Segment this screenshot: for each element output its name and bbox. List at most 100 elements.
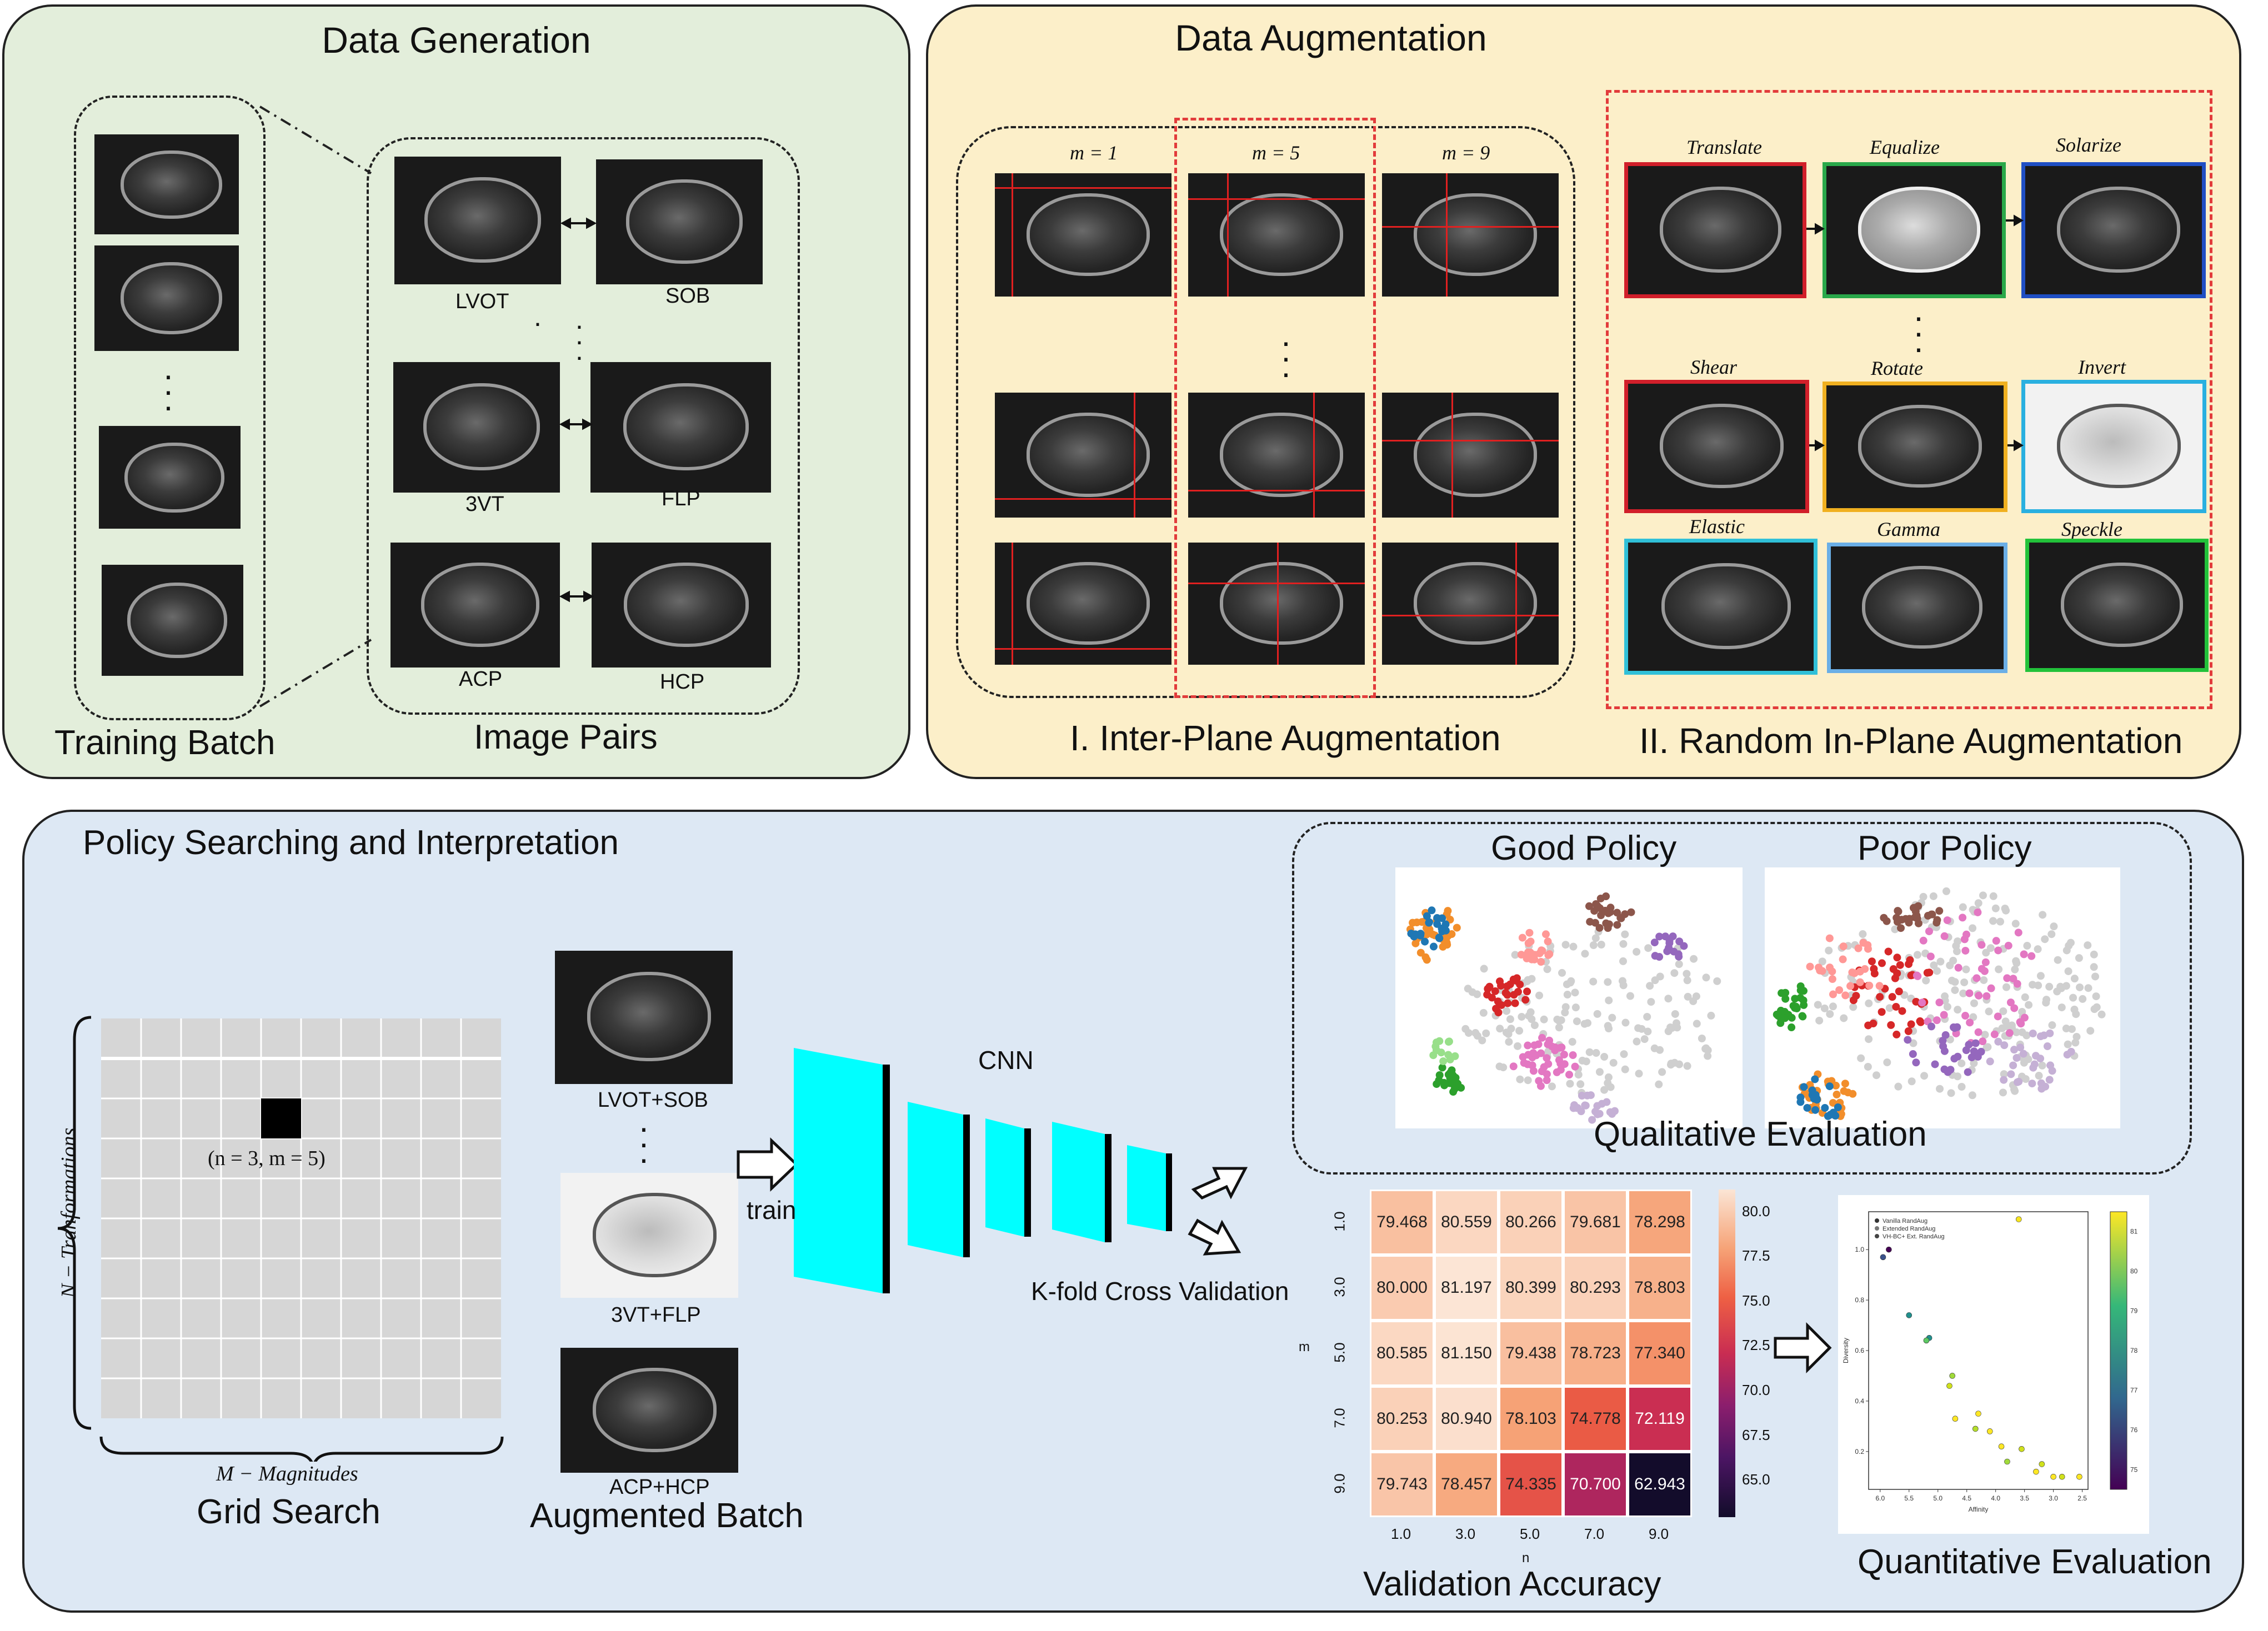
tsne-point xyxy=(1541,930,1550,939)
heatmap-xlabel: n xyxy=(1522,1550,1530,1565)
scatter-ytick-label: 0.6 xyxy=(1855,1347,1864,1354)
tsne-point xyxy=(1605,996,1613,1005)
tsne-point xyxy=(1930,961,1938,970)
tsne-point xyxy=(1909,1039,1917,1047)
tsne-point xyxy=(1538,1033,1546,1042)
tsne-point xyxy=(1965,989,1974,997)
scatter-colorbar-tick: 77 xyxy=(2130,1386,2138,1394)
tsne-point xyxy=(1954,963,1962,972)
tsne-point xyxy=(1595,1068,1604,1076)
tsne-point xyxy=(1952,947,1961,956)
gamma-image xyxy=(1827,543,2007,673)
tsne-point xyxy=(2084,941,2092,950)
scatter-point xyxy=(1952,1416,1959,1422)
tsne-point xyxy=(1940,1047,1949,1055)
heatmap-xtick: 5.0 xyxy=(1520,1525,1540,1542)
tsne-point xyxy=(1925,968,1934,977)
tsne-point xyxy=(1634,1024,1643,1032)
tsne-point xyxy=(2002,983,2011,991)
tsne-point xyxy=(1999,1088,2007,1097)
tsne-point xyxy=(1859,930,1867,939)
tsne-point xyxy=(1524,1041,1532,1050)
tsne-point xyxy=(1591,934,1600,942)
tsne-point xyxy=(1942,887,1950,895)
tsne-point xyxy=(1815,1016,1824,1025)
heatmap-cell: 80.293 xyxy=(1563,1255,1628,1321)
heatmap-cell: 81.150 xyxy=(1434,1321,1499,1386)
tsne-point xyxy=(1581,950,1589,958)
tsne-point xyxy=(1985,1007,1993,1016)
op-label-equalize: Equalize xyxy=(1870,136,1940,158)
tsne-point xyxy=(1633,947,1641,956)
qualitative-label: Qualitative Evaluation xyxy=(1594,1115,1927,1153)
tsne-point xyxy=(1633,1037,1641,1046)
tsne-point xyxy=(1540,1015,1548,1023)
zoom-connector-lines xyxy=(259,106,372,707)
grid-point-text: (n = 3, m = 5) xyxy=(208,1147,326,1170)
tsne-point xyxy=(2040,1031,2048,1040)
tsne-point xyxy=(1608,1013,1616,1022)
tsne-point xyxy=(1951,986,1959,994)
tsne-point xyxy=(2005,1029,2014,1037)
tsne-point xyxy=(1811,1091,1820,1099)
tsne-point xyxy=(1635,1070,1643,1078)
scatter-point xyxy=(1949,1373,1956,1379)
scatter-colorbar-tick: 80 xyxy=(2130,1267,2138,1275)
tsne-point xyxy=(1803,1103,1811,1112)
tsne-point xyxy=(1510,991,1518,999)
heatmap-cell: 72.119 xyxy=(1628,1386,1692,1452)
tsne-point xyxy=(1644,944,1653,952)
tsne-point xyxy=(1839,955,1847,963)
tsne-point xyxy=(1829,1098,1837,1107)
tsne-point xyxy=(1933,967,1941,975)
tsne-point xyxy=(1704,1052,1712,1060)
tsne-point xyxy=(1922,976,1930,985)
tsne-point xyxy=(1962,965,1970,973)
tsne-point xyxy=(2064,967,2072,975)
tsne-point xyxy=(1857,1054,1865,1062)
pair-label-flp: FLP xyxy=(662,487,700,510)
tsne-point xyxy=(1621,1018,1630,1027)
tsne-point xyxy=(1848,968,1856,976)
tsne-point xyxy=(1868,957,1876,966)
tsne-point xyxy=(1796,1098,1805,1106)
scatter-legend-marker xyxy=(1875,1234,1879,1238)
tsne-point xyxy=(1894,1082,1902,1091)
tsne-point xyxy=(1989,892,1997,900)
scatter-legend-marker xyxy=(1875,1218,1879,1223)
invert-image xyxy=(2021,380,2206,513)
tsne-point xyxy=(1873,1071,1881,1080)
tsne-point xyxy=(1893,969,1901,977)
data-augmentation-title: Data Augmentation xyxy=(1175,17,1487,58)
heatmap-cell: 74.778 xyxy=(1563,1386,1628,1452)
training-batch-box xyxy=(74,96,266,720)
tsne-point xyxy=(1966,1018,1974,1027)
scatter-point xyxy=(2004,1458,2010,1465)
tsne-point xyxy=(1814,1001,1822,1009)
tsne-point xyxy=(1979,891,1987,900)
tsne-point xyxy=(1777,1006,1785,1015)
op-label-gamma: Gamma xyxy=(1877,518,1940,540)
tsne-point xyxy=(1496,1025,1504,1033)
tsne-point xyxy=(1975,991,1983,1000)
tsne-point xyxy=(1941,992,1949,1001)
tsne-point xyxy=(2029,1029,2037,1037)
tsne-point xyxy=(1518,1012,1526,1021)
cnn-label: CNN xyxy=(978,1046,1034,1075)
image-pairs-label: Image Pairs xyxy=(474,718,658,756)
tsne-point xyxy=(1528,1061,1536,1070)
tsne-point xyxy=(1675,960,1683,968)
tsne-point xyxy=(1573,1017,1581,1026)
tsne-point xyxy=(1919,936,1927,945)
tsne-point xyxy=(2010,1046,2019,1054)
tsne-point xyxy=(1954,1006,1962,1014)
tsne-point xyxy=(1920,1072,1929,1080)
tsne-point xyxy=(1646,982,1654,990)
tsne-point xyxy=(1919,892,1927,901)
tsne-point xyxy=(1841,991,1850,1000)
tsne-point xyxy=(1927,1022,1936,1031)
scatter-xtick-label: 3.0 xyxy=(2049,1494,2058,1502)
scatter-point xyxy=(1906,1312,1912,1318)
tsne-point xyxy=(2016,1043,2025,1052)
tsne-point xyxy=(1528,975,1536,983)
